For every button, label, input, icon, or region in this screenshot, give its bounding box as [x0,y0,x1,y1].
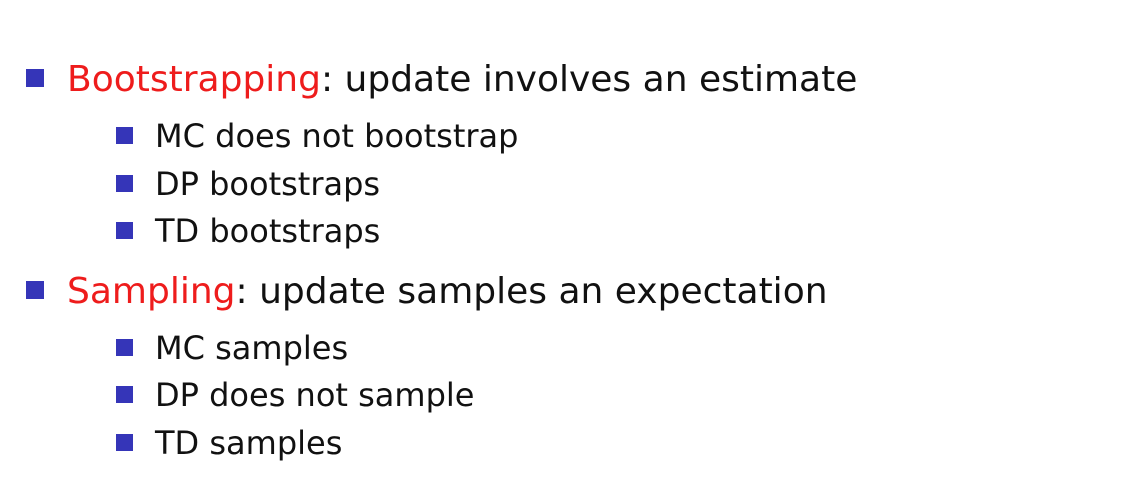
square-bullet-icon [116,174,133,192]
term-bootstrapping: Bootstrapping [67,59,321,100]
sub-bullet-item: TD samples [116,427,342,459]
definition-bootstrapping: : update involves an estimate [320,59,858,100]
sub-bullet-item: DP does not sample [116,379,474,411]
sub-bullet-text: DP bootstraps [155,165,381,203]
square-bullet-icon [116,433,133,451]
square-bullet-icon [116,385,133,403]
square-bullet-icon [116,126,133,144]
sub-bullet-text: MC samples [155,329,349,367]
sub-bullet-item: TD bootstraps [116,215,380,247]
square-bullet-icon [116,221,133,239]
bullet-item-bootstrapping: Bootstrapping: update involves an estima… [26,62,857,98]
sub-bullet-text: TD bootstraps [155,212,381,250]
square-bullet-icon [116,338,133,356]
sub-bullet-text: DP does not sample [155,376,475,414]
square-bullet-icon [26,281,44,299]
definition-sampling: : update samples an expectation [235,271,828,312]
sub-bullet-item: MC samples [116,332,348,364]
sub-bullet-text: TD samples [155,424,343,462]
square-bullet-icon [26,69,44,87]
sub-bullet-text: MC does not bootstrap [155,117,519,155]
sub-bullet-item: DP bootstraps [116,168,380,200]
bullet-item-sampling: Sampling: update samples an expectation [26,274,828,310]
sub-bullet-item: MC does not bootstrap [116,120,518,152]
term-sampling: Sampling [67,271,236,312]
